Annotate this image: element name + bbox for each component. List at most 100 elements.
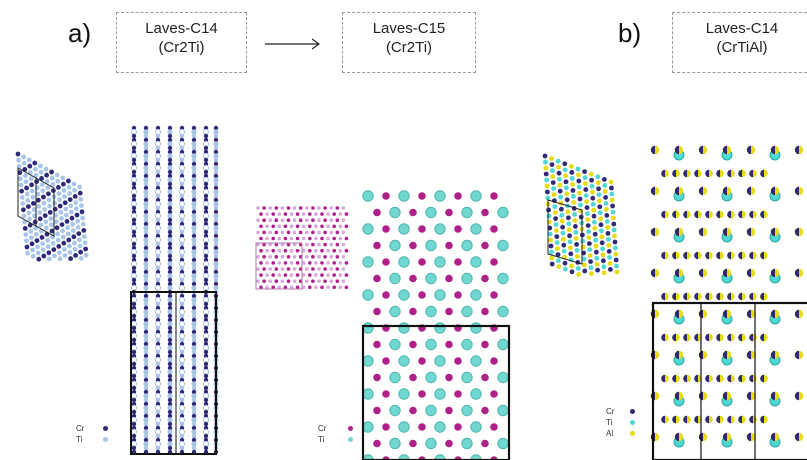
atom (167, 309, 173, 315)
atom (461, 404, 473, 417)
atom (167, 329, 173, 335)
atom (326, 224, 330, 229)
atom (70, 228, 76, 233)
atom (179, 365, 185, 371)
atom (143, 409, 149, 415)
atom (29, 241, 35, 247)
atom-half (722, 227, 727, 237)
atom-half (705, 333, 709, 342)
atom-half (760, 169, 764, 178)
atom (191, 173, 197, 179)
atom (301, 236, 306, 241)
atom (167, 341, 173, 347)
atom (298, 230, 303, 235)
atom-half (794, 268, 799, 278)
legend-item-al: Al (606, 428, 646, 439)
atom (143, 353, 149, 359)
atom (167, 349, 173, 355)
atom (213, 269, 219, 275)
atom (213, 129, 219, 135)
atom (589, 271, 594, 276)
atom (155, 385, 161, 391)
atom (155, 341, 161, 347)
atom-half (770, 309, 775, 319)
atom (317, 218, 321, 222)
atom (213, 137, 219, 143)
atom (191, 185, 197, 191)
atom (488, 289, 500, 301)
atom (326, 212, 330, 216)
atom (443, 438, 455, 449)
atom-half (746, 432, 751, 442)
atom (179, 397, 185, 403)
atom (259, 261, 263, 265)
atom (179, 161, 185, 167)
atom (443, 207, 455, 218)
atom (167, 301, 173, 307)
legend-c14: Cr Ti (76, 423, 116, 445)
atom (64, 212, 69, 218)
atom (179, 209, 185, 215)
atom (203, 385, 209, 391)
atom (295, 261, 300, 265)
atom (42, 213, 48, 218)
atom (131, 389, 137, 395)
atom (82, 234, 87, 239)
atom-half (727, 374, 731, 383)
atom-half (746, 145, 751, 155)
atom (262, 230, 266, 235)
atom (155, 257, 161, 263)
atom (131, 133, 137, 139)
atom (371, 438, 383, 449)
atom (608, 179, 614, 185)
atom (576, 184, 582, 190)
atom (332, 248, 336, 253)
atom (155, 161, 161, 167)
atom (398, 322, 410, 334)
atom (167, 381, 173, 387)
atom (416, 355, 428, 367)
atom (203, 373, 209, 379)
atom (143, 329, 149, 335)
atom (179, 409, 185, 415)
atom-half (694, 333, 698, 342)
atom (271, 261, 275, 265)
atom (597, 198, 602, 204)
atom (344, 273, 349, 277)
atom (191, 349, 197, 355)
atom (41, 194, 46, 200)
atom-half (760, 292, 764, 301)
atom (549, 261, 555, 267)
atom (323, 267, 327, 271)
atom (27, 216, 32, 222)
atom (566, 221, 572, 227)
atom (452, 190, 464, 202)
atom (286, 206, 291, 210)
atom (191, 397, 197, 403)
atom (47, 203, 52, 209)
atom (77, 184, 82, 190)
atom-half (794, 145, 799, 155)
atom (566, 227, 572, 233)
atom (344, 261, 349, 265)
atom (286, 267, 291, 271)
atom (51, 188, 56, 193)
atom (371, 306, 383, 317)
atom-half (770, 432, 775, 442)
atom (71, 234, 77, 240)
atom (338, 261, 343, 265)
atom-half (738, 169, 742, 178)
atom (545, 189, 550, 195)
atom (609, 185, 614, 191)
atom (155, 133, 161, 139)
atom (21, 207, 26, 213)
atom (599, 240, 605, 246)
atom (191, 429, 197, 435)
atom (301, 248, 306, 253)
atom (191, 433, 197, 439)
atom-half (674, 391, 679, 401)
atom (479, 339, 491, 350)
atom (265, 236, 269, 241)
atom (323, 255, 327, 259)
atom-half (794, 227, 799, 237)
